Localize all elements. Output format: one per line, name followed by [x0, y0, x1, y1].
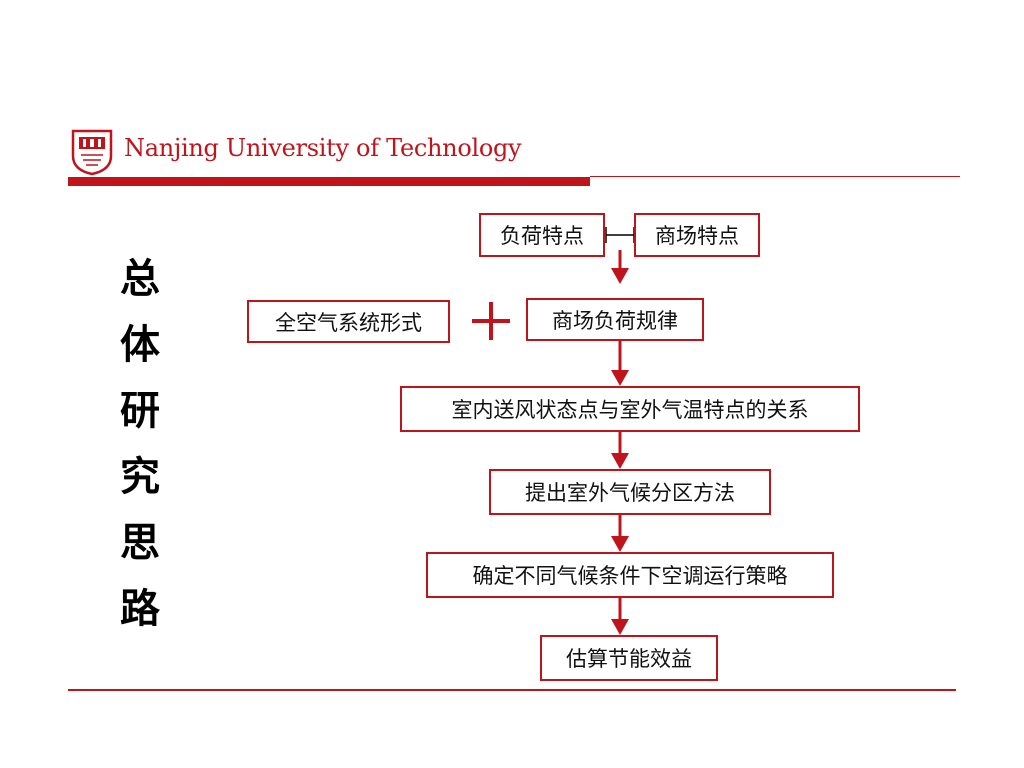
university-name: Nanjing University of Technology — [124, 134, 522, 162]
title-char: 思 — [120, 519, 160, 566]
arrow-head — [611, 536, 629, 552]
box-mall-characteristics: 商场特点 — [634, 213, 760, 257]
box-mall-load-pattern: 商场负荷规律 — [526, 298, 704, 341]
title-char: 体 — [120, 321, 160, 368]
arrow-head — [611, 619, 629, 635]
vertical-title: 总 体 研 究 思 路 — [110, 246, 170, 642]
box-all-air-system: 全空气系统形式 — [247, 300, 450, 343]
title-char: 究 — [120, 453, 160, 500]
arrow-head — [611, 268, 629, 284]
box-relation: 室内送风状态点与室外气温特点的关系 — [400, 386, 860, 432]
arrow-head — [611, 453, 629, 469]
box-load-characteristics: 负荷特点 — [479, 213, 605, 257]
header-rule-thin — [590, 176, 960, 177]
plus-icon — [472, 302, 510, 340]
box-operation-strategy: 确定不同气候条件下空调运行策略 — [426, 552, 834, 598]
title-char: 研 — [120, 387, 160, 434]
arrow-head — [611, 370, 629, 386]
header-rule-thick — [68, 177, 590, 186]
footer-rule — [68, 689, 956, 691]
title-char: 总 — [120, 255, 160, 302]
box-energy-benefit: 估算节能效益 — [540, 635, 718, 681]
box-climate-zoning: 提出室外气候分区方法 — [489, 469, 771, 515]
university-logo-icon — [71, 129, 113, 176]
title-char: 路 — [120, 585, 160, 632]
